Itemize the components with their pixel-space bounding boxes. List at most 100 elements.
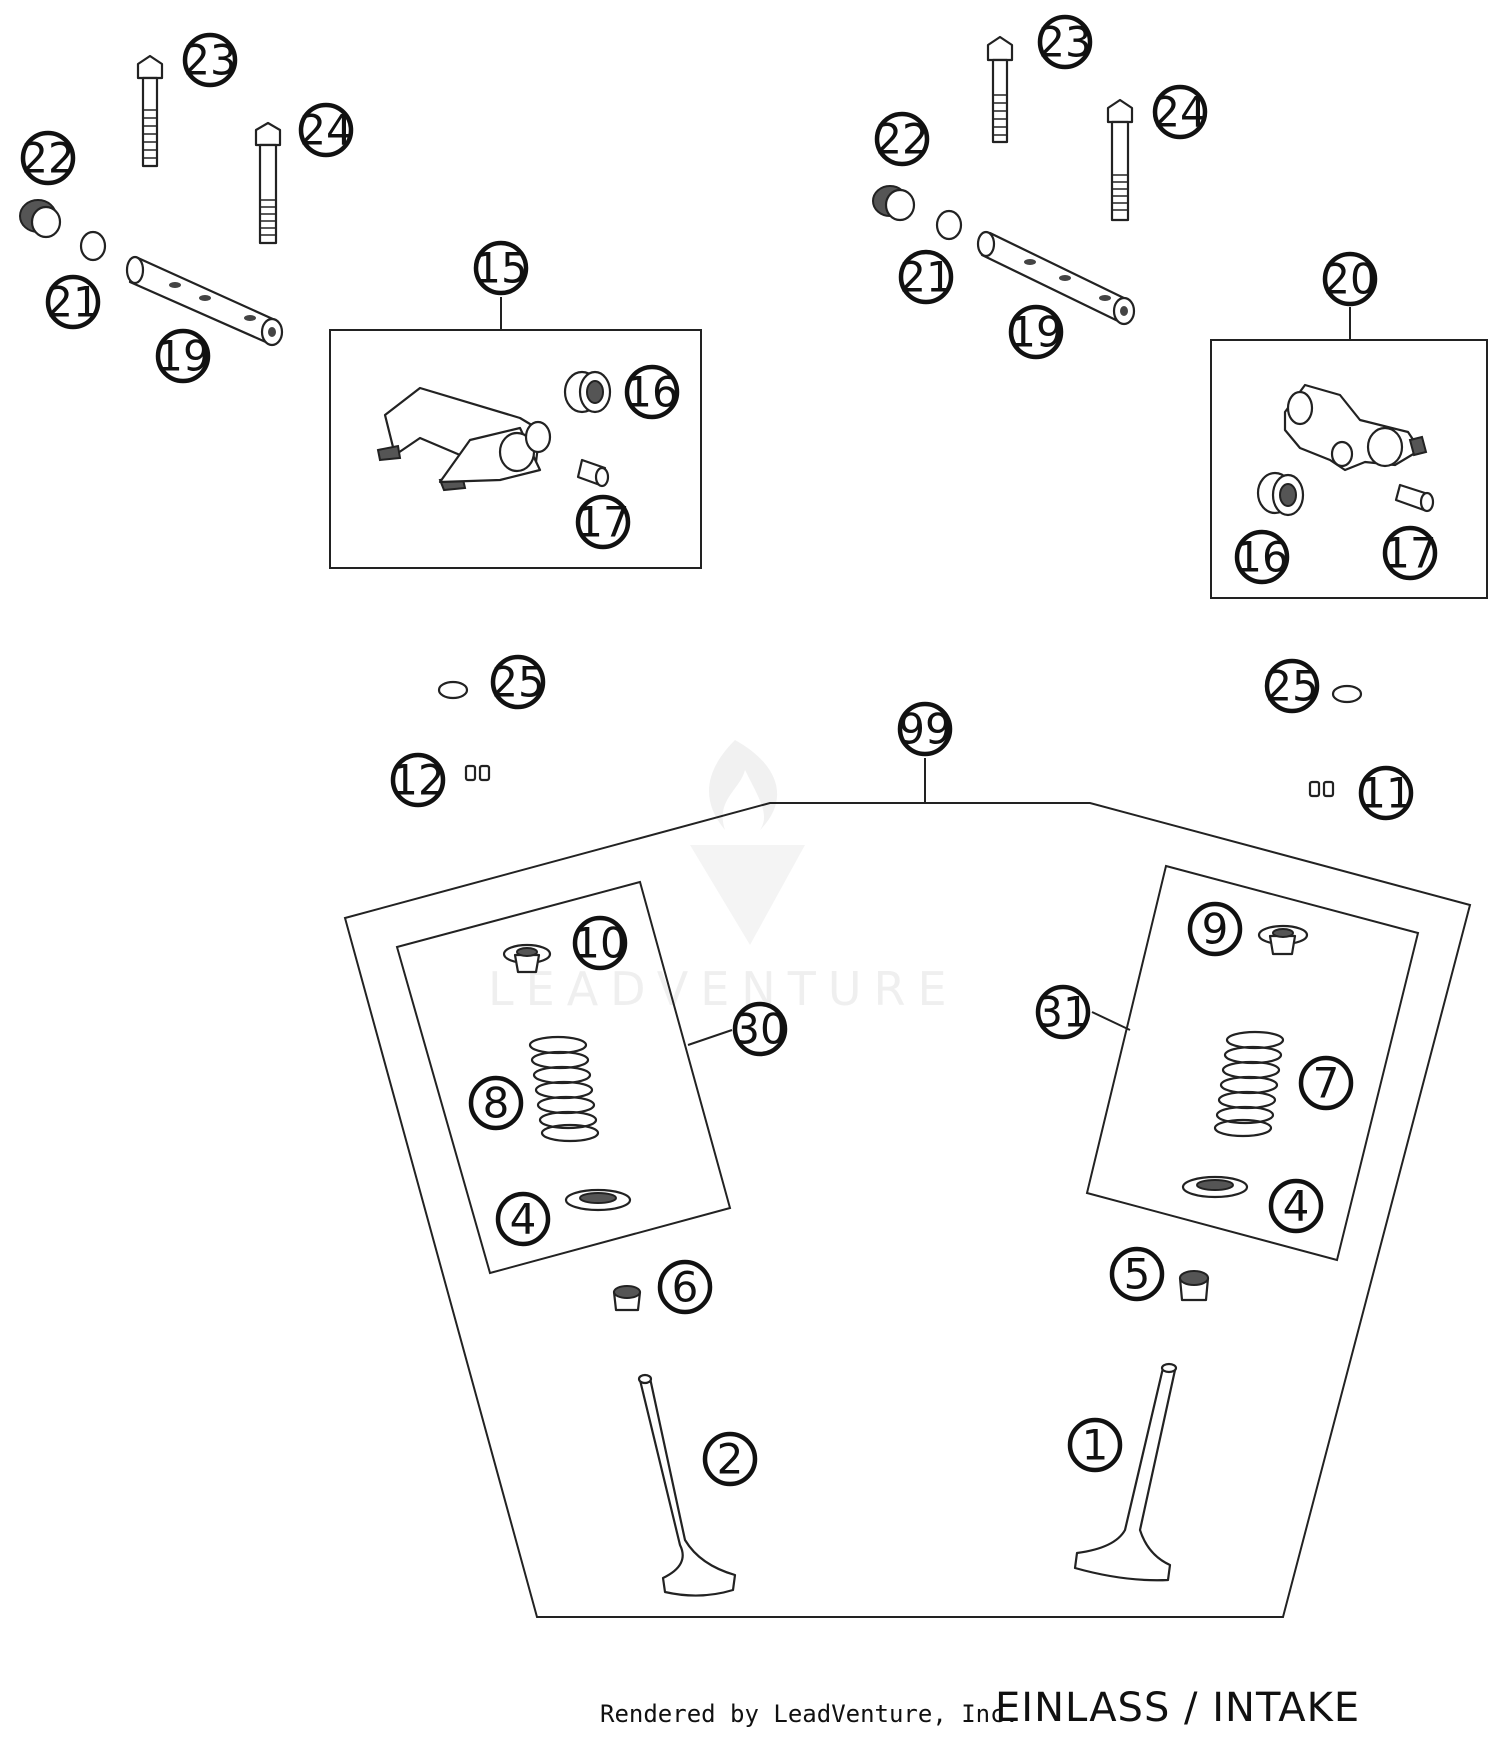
valve-spring-8: [528, 1035, 600, 1143]
spring-retainer-9: [1257, 924, 1309, 956]
assembly-frame-15: [329, 329, 702, 569]
callout-19-left: 19: [155, 328, 211, 384]
svg-text:17: 17: [1383, 529, 1436, 578]
svg-text:20: 20: [1323, 255, 1376, 304]
plug-22-left: [19, 199, 62, 239]
bolt-23-right: [986, 35, 1014, 144]
rendered-by-credit: Rendered by LeadVenture, Inc.: [600, 1700, 1020, 1728]
callout-31: 31: [1035, 984, 1091, 1040]
callout-9: 9: [1187, 901, 1243, 957]
callout-10: 10: [572, 915, 628, 971]
callout-2: 2: [702, 1431, 758, 1487]
o-ring-21-right: [935, 209, 963, 241]
callout-25-left: 25: [490, 654, 546, 710]
callout-22-left: 22: [20, 130, 76, 186]
valve-stem-seal-6: [612, 1285, 642, 1312]
bearing-16-frame15: [563, 370, 612, 414]
bearing-16-frame20: [1256, 471, 1305, 517]
callout-1: 1: [1067, 1417, 1123, 1473]
exhaust-valve-2: [637, 1373, 737, 1597]
leadventure-watermark: LEADVENTURE: [488, 740, 959, 1016]
svg-text:12: 12: [391, 756, 444, 805]
svg-text:1: 1: [1082, 1421, 1109, 1470]
svg-text:25: 25: [1265, 662, 1318, 711]
svg-text:99: 99: [898, 705, 951, 754]
svg-text:8: 8: [483, 1079, 510, 1128]
callout-22-right: 22: [874, 111, 930, 167]
svg-text:6: 6: [672, 1263, 699, 1312]
callout-12: 12: [390, 752, 446, 808]
rocker-shaft-19-right: [976, 230, 1136, 326]
callout-15: 15: [473, 240, 529, 296]
valve-keeper-12: [464, 764, 491, 782]
callout-7: 7: [1298, 1055, 1354, 1111]
svg-text:24: 24: [299, 106, 352, 155]
spring-retainer-10: [502, 943, 552, 974]
bolt-24-left: [254, 121, 282, 245]
callout-8: 8: [468, 1075, 524, 1131]
callout-17-frame15: 17: [575, 494, 631, 550]
svg-text:15: 15: [474, 244, 527, 293]
shim-25-left: [437, 680, 469, 700]
svg-text:23: 23: [1038, 18, 1091, 67]
callout-4-exhaust: 4: [495, 1191, 551, 1247]
assembly-frame-99: [343, 802, 1472, 1618]
watermark-text: LEADVENTURE: [488, 962, 959, 1016]
callout-6: 6: [657, 1259, 713, 1315]
pin-17-frame15: [576, 458, 610, 488]
svg-text:19: 19: [156, 332, 209, 381]
callout-23-left: 23: [182, 32, 238, 88]
svg-text:4: 4: [510, 1195, 537, 1244]
svg-text:16: 16: [1235, 533, 1288, 582]
callout-99: 99: [897, 701, 953, 757]
callout-16-frame15: 16: [624, 364, 680, 420]
svg-text:25: 25: [491, 658, 544, 707]
intake-valve-1: [1073, 1362, 1178, 1582]
svg-text:31: 31: [1036, 988, 1089, 1037]
assembly-frame-30: [395, 880, 732, 1275]
svg-text:4: 4: [1283, 1182, 1310, 1231]
svg-text:2: 2: [717, 1435, 744, 1484]
callout-17-frame20: 17: [1382, 525, 1438, 581]
svg-text:21: 21: [46, 278, 99, 327]
callout-16-frame20: 16: [1234, 529, 1290, 585]
plug-22-right: [872, 185, 916, 222]
svg-text:19: 19: [1009, 308, 1062, 357]
spring-seat-4-exhaust: [564, 1188, 632, 1212]
rocker-arm-15: [376, 386, 552, 492]
svg-text:5: 5: [1124, 1250, 1151, 1299]
o-ring-21-left: [79, 230, 107, 262]
callout-4-intake: 4: [1268, 1178, 1324, 1234]
callout-21-left: 21: [45, 274, 101, 330]
svg-text:22: 22: [21, 134, 74, 183]
bolt-23-left: [136, 54, 164, 168]
svg-text:7: 7: [1313, 1059, 1340, 1108]
svg-text:22: 22: [875, 115, 928, 164]
valve-keeper-11: [1308, 780, 1335, 798]
svg-text:24: 24: [1153, 88, 1206, 137]
bolt-24-right: [1106, 98, 1134, 222]
svg-text:23: 23: [183, 36, 236, 85]
callout-19-right: 19: [1008, 304, 1064, 360]
svg-text:30: 30: [733, 1005, 786, 1054]
callout-30: 30: [732, 1001, 788, 1057]
callout-11: 11: [1358, 765, 1414, 821]
callout-24-right: 24: [1152, 84, 1208, 140]
callout-21-right: 21: [898, 249, 954, 305]
rocker-arm-20: [1283, 383, 1428, 472]
callout-20: 20: [1322, 251, 1378, 307]
intake-section-label: EINLASS / INTAKE: [995, 1685, 1361, 1731]
spring-seat-4-intake: [1181, 1175, 1249, 1199]
svg-text:17: 17: [576, 498, 629, 547]
callout-23-right: 23: [1037, 14, 1093, 70]
callout-25-right: 25: [1264, 658, 1320, 714]
rocker-shaft-19-left: [125, 255, 284, 347]
svg-text:11: 11: [1359, 769, 1412, 818]
svg-text:16: 16: [625, 368, 678, 417]
callout-24-left: 24: [298, 102, 354, 158]
svg-text:10: 10: [573, 919, 626, 968]
valve-stem-seal-5: [1178, 1270, 1210, 1302]
valve-spring-7: [1213, 1030, 1285, 1138]
callout-5: 5: [1109, 1246, 1165, 1302]
svg-text:21: 21: [899, 253, 952, 302]
